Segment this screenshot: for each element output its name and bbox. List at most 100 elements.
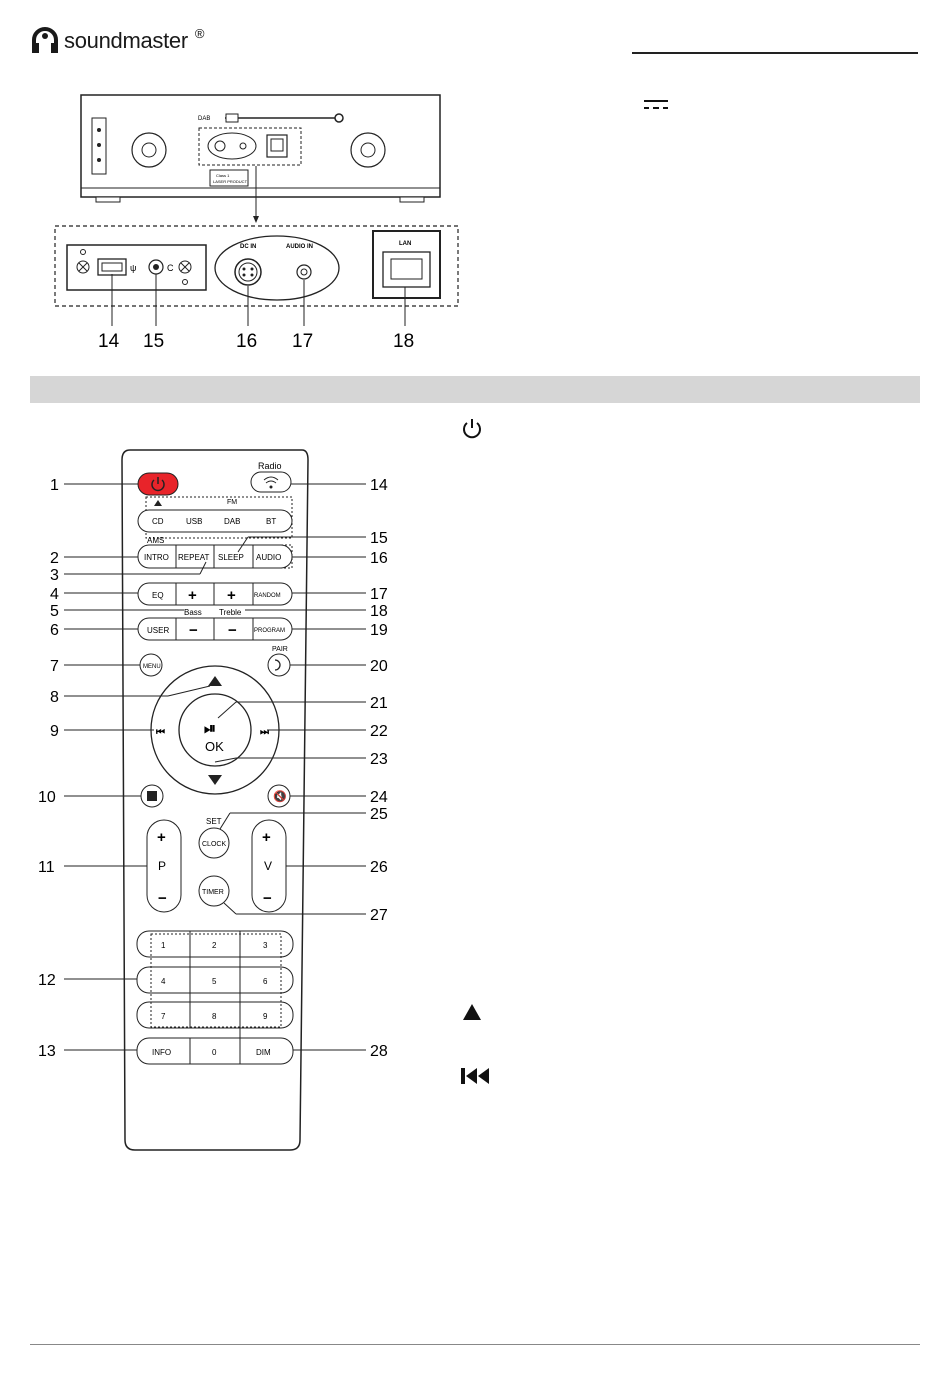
svg-text:−: − <box>228 622 237 639</box>
svg-text:BT: BT <box>266 517 276 526</box>
dc-current-icon <box>644 100 668 109</box>
brand-name: soundmaster <box>64 28 188 53</box>
remote-callout-27: 27 <box>370 907 388 924</box>
svg-text:Radio: Radio <box>258 461 282 471</box>
remote-callout-12: 12 <box>38 972 56 989</box>
lan-label: LAN <box>399 241 411 247</box>
remote-callout-6: 6 <box>50 622 59 639</box>
remote-callout-4: 4 <box>50 586 59 603</box>
svg-text:V: V <box>264 859 272 873</box>
svg-text:C: C <box>167 263 174 273</box>
up-triangle-icon <box>463 1004 481 1020</box>
svg-text:0: 0 <box>212 1048 217 1057</box>
power-icon <box>463 419 481 439</box>
remote-callout-25: 25 <box>370 806 388 823</box>
remote-control-diagram: Radio FM CD USB DAB BT AMS INTRO REPEAT … <box>38 449 388 1151</box>
svg-text:CD: CD <box>152 517 164 526</box>
brand-logo: soundmaster ® <box>30 26 204 56</box>
remote-callout-13: 13 <box>38 1043 56 1060</box>
svg-text:TIMER: TIMER <box>202 889 224 896</box>
svg-text:3: 3 <box>263 941 268 950</box>
svg-text:+: + <box>227 587 236 604</box>
svg-text:Treble: Treble <box>219 608 242 617</box>
svg-text:EQ: EQ <box>152 591 164 600</box>
back-panel-diagram: DAB Class 1 LASER PRODUCT ψ C DC IN AUDI… <box>54 94 459 352</box>
registered-mark: ® <box>194 25 205 41</box>
svg-text:MENU: MENU <box>143 664 161 670</box>
svg-text:ψ: ψ <box>130 263 136 273</box>
section-bar <box>30 376 920 403</box>
svg-text:+: + <box>188 587 197 604</box>
remote-callout-24: 24 <box>370 789 388 806</box>
svg-text:USER: USER <box>147 626 169 635</box>
svg-text:🔇: 🔇 <box>273 790 287 803</box>
remote-callout-14: 14 <box>370 477 388 494</box>
soundmaster-logo-icon <box>32 27 58 53</box>
svg-text:FM: FM <box>227 499 237 506</box>
remote-callout-11: 11 <box>38 859 55 876</box>
svg-text:Class 1: Class 1 <box>216 173 230 178</box>
svg-text:−: − <box>158 890 167 907</box>
audio-in-label: AUDIO IN <box>286 244 313 250</box>
dc-in-label: DC IN <box>240 244 256 250</box>
svg-text:DAB: DAB <box>198 116 210 122</box>
svg-text:LASER PRODUCT: LASER PRODUCT <box>213 179 248 184</box>
remote-callout-3: 3 <box>50 567 59 584</box>
svg-text:SLEEP: SLEEP <box>218 553 244 562</box>
svg-text:RANDOM: RANDOM <box>254 593 281 599</box>
remote-callout-2: 2 <box>50 550 59 567</box>
svg-text:2: 2 <box>212 941 217 950</box>
remote-power-icon <box>151 477 165 492</box>
remote-callout-17: 17 <box>370 586 388 603</box>
svg-text:AMS: AMS <box>147 536 164 545</box>
svg-text:⏭: ⏭ <box>260 727 269 738</box>
svg-text:SET: SET <box>206 817 222 826</box>
svg-text:7: 7 <box>161 1012 166 1021</box>
svg-text:INTRO: INTRO <box>144 553 169 562</box>
svg-text:CLOCK: CLOCK <box>202 841 226 848</box>
svg-text:1: 1 <box>161 941 166 950</box>
svg-text:4: 4 <box>161 977 166 986</box>
svg-text:−: − <box>263 890 272 907</box>
svg-text:PROGRAM: PROGRAM <box>254 628 285 634</box>
remote-callout-1: 1 <box>50 477 59 494</box>
svg-text:Bass: Bass <box>184 608 202 617</box>
remote-callout-15: 15 <box>370 530 388 547</box>
svg-text:INFO: INFO <box>152 1048 171 1057</box>
remote-callout-21: 21 <box>370 695 388 712</box>
svg-text:5: 5 <box>212 977 217 986</box>
remote-callout-18: 18 <box>370 603 388 620</box>
remote-callout-26: 26 <box>370 859 388 876</box>
callout-17: 17 <box>292 331 313 352</box>
remote-callout-10: 10 <box>38 789 56 806</box>
remote-callout-20: 20 <box>370 658 388 675</box>
callout-15: 15 <box>143 331 164 352</box>
remote-callout-5: 5 <box>50 603 59 620</box>
svg-text:6: 6 <box>263 977 268 986</box>
svg-text:9: 9 <box>263 1012 268 1021</box>
footer-rule <box>30 1344 920 1345</box>
svg-text:8: 8 <box>212 1012 217 1021</box>
remote-callout-22: 22 <box>370 723 388 740</box>
svg-text:AUDIO: AUDIO <box>256 553 281 562</box>
remote-callout-7: 7 <box>50 658 59 675</box>
previous-track-icon <box>461 1068 489 1084</box>
remote-callout-9: 9 <box>50 723 59 740</box>
svg-text:USB: USB <box>186 517 202 526</box>
svg-text:+: + <box>262 829 271 846</box>
svg-text:PAIR: PAIR <box>272 646 288 653</box>
callout-18: 18 <box>393 331 414 352</box>
callout-16: 16 <box>236 331 257 352</box>
svg-text:⏮: ⏮ <box>156 727 165 738</box>
svg-text:REPEAT: REPEAT <box>178 553 210 562</box>
svg-text:P: P <box>158 859 166 873</box>
svg-text:DAB: DAB <box>224 517 240 526</box>
svg-text:+: + <box>157 829 166 846</box>
remote-callout-19: 19 <box>370 622 388 639</box>
svg-text:DIM: DIM <box>256 1048 271 1057</box>
remote-callout-28: 28 <box>370 1043 388 1060</box>
remote-callout-8: 8 <box>50 689 59 706</box>
header-rule <box>632 52 918 54</box>
remote-callout-23: 23 <box>370 751 388 768</box>
svg-text:−: − <box>189 622 198 639</box>
